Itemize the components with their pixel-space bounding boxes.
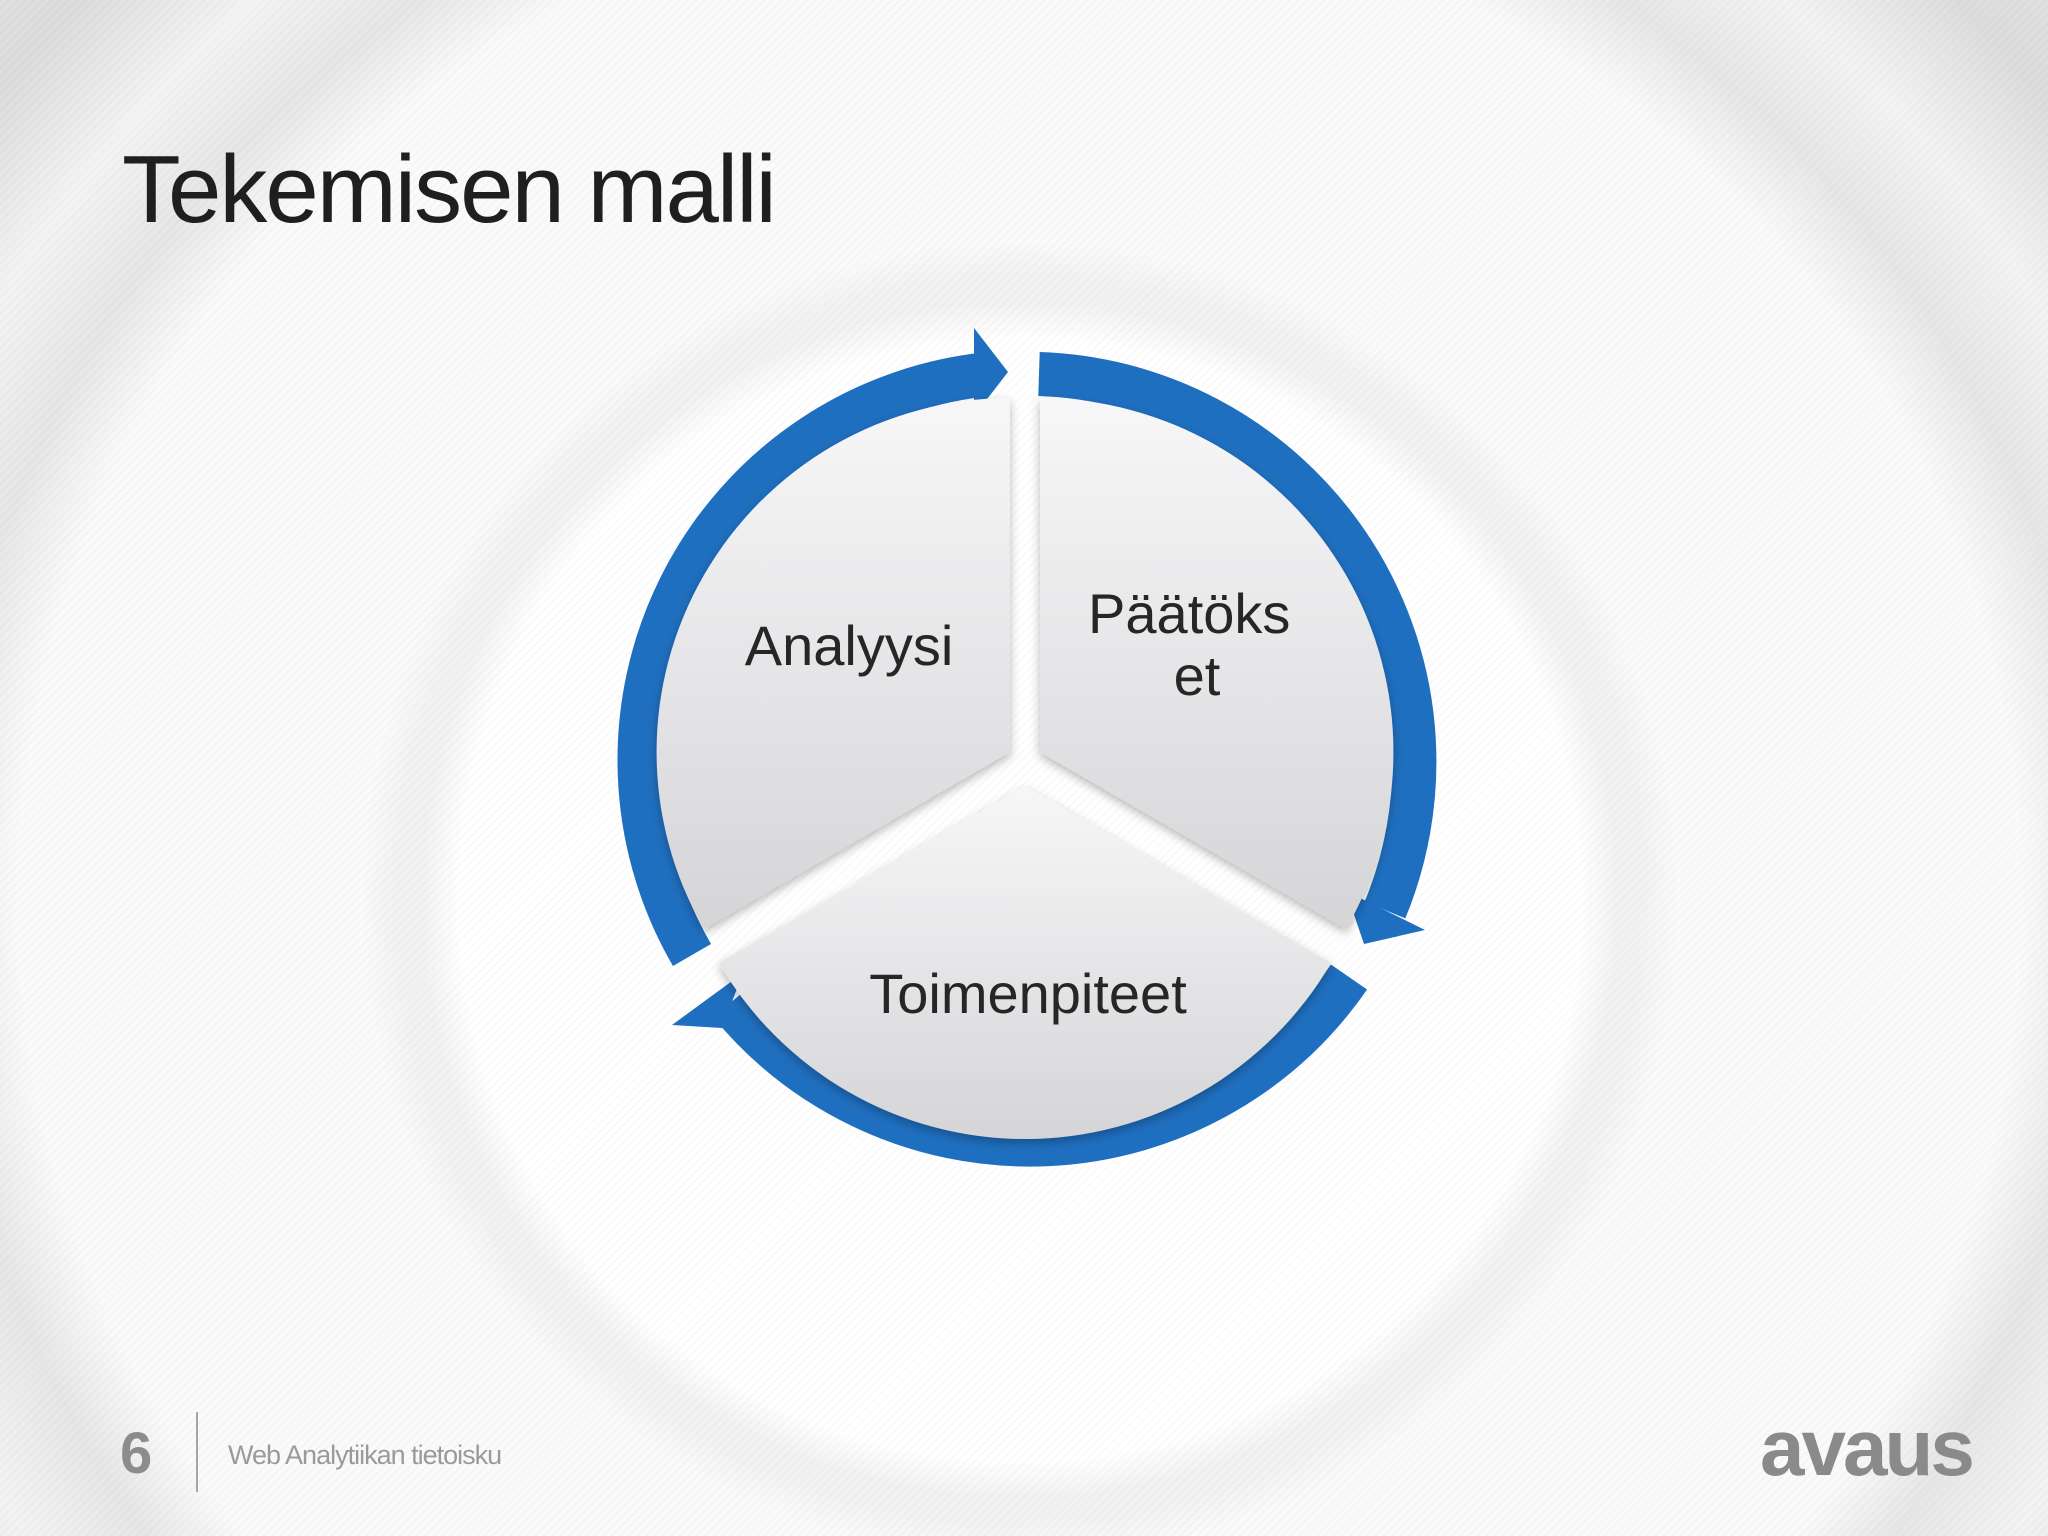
segment-label-analysis: Analyysi: [745, 614, 954, 677]
cycle-segments: [656, 398, 1394, 1140]
arrow-arc-analysis-to-decisions: [617, 353, 983, 967]
segment-label-decisions: Päätöks et: [1088, 582, 1306, 707]
arrow-head-icon: [1346, 891, 1425, 944]
arrow-arc-decisions-to-actions: [1038, 352, 1437, 919]
avaus-logo: avaus: [1760, 1403, 1975, 1492]
footer-presentation-title: Web Analytiikan tietoisku: [228, 1440, 502, 1470]
cycle-arrows: [617, 328, 1437, 1167]
segment-decisions: [1040, 398, 1394, 929]
segment-actions: [719, 786, 1331, 1140]
segment-label-actions: Toimenpiteet: [869, 962, 1187, 1025]
footer-divider: [196, 1412, 198, 1492]
slide-number: 6: [120, 1421, 153, 1486]
arrow-head-icon: [974, 328, 1008, 416]
segment-analysis: [656, 398, 1010, 929]
slide-title: Tekemisen malli: [122, 136, 777, 243]
arrow-head-icon: [672, 973, 743, 1028]
arrow-arc-actions-to-analysis: [713, 964, 1368, 1167]
